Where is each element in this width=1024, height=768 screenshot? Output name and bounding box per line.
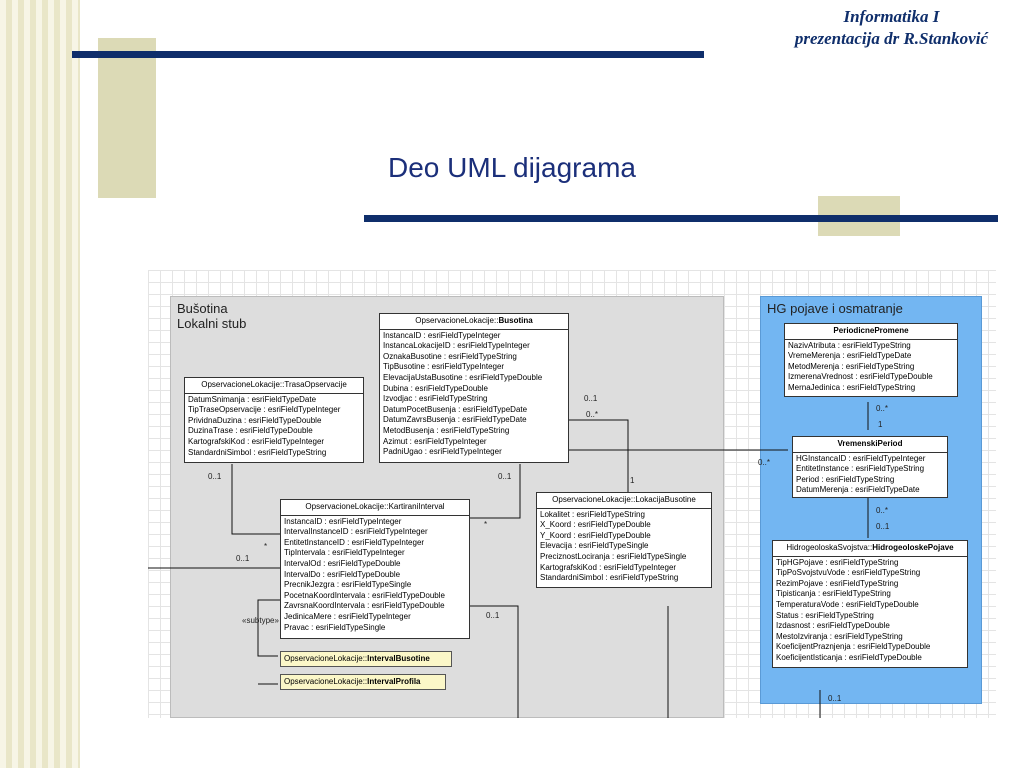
attribute: DatumPocetBusenja : esriFieldTypeDate <box>383 404 528 414</box>
decorative-block-top <box>98 38 156 198</box>
attribute: JedinicaMere : esriFieldTypeInteger <box>284 611 411 621</box>
attribute: DatumZavrsBusenja : esriFieldTypeDate <box>383 415 527 425</box>
attribute: PocetnaKoordIntervala : esriFieldTypeDou… <box>284 590 445 600</box>
header-author: prezentacija dr R.Stanković <box>794 29 988 48</box>
attribute: TipTraseOpservacije : esriFieldTypeInteg… <box>188 405 341 415</box>
attribute: TipPoSvojstvuVode : esriFieldTypeString <box>776 568 921 578</box>
attribute: Izdasnost : esriFieldTypeDouble <box>776 621 890 631</box>
attribute: TipHGPojave : esriFieldTypeString <box>776 557 899 567</box>
attribute: Dubina : esriFieldTypeDouble <box>383 383 488 393</box>
attribute: EntitetInstance : esriFieldTypeString <box>796 464 925 474</box>
attribute: KartografskiKod : esriFieldTypeInteger <box>188 436 325 446</box>
title-rule <box>364 215 998 222</box>
class-busotina-title: OpservacioneLokacije::Busotina <box>380 314 568 330</box>
multiplicity-label: 1 <box>878 420 883 429</box>
attribute: VremeMerenja : esriFieldTypeDate <box>788 351 912 361</box>
attribute: InstancaID : esriFieldTypeInteger <box>383 330 501 340</box>
attribute: OznakaBusotine : esriFieldTypeString <box>383 351 517 361</box>
attribute: StandardniSimbol : esriFieldTypeString <box>540 573 679 583</box>
attribute: DatumSnimanja : esriFieldTypeDate <box>188 394 317 404</box>
attribute: Period : esriFieldTypeString <box>796 474 895 484</box>
attribute: IzmerenaVrednost : esriFieldTypeDouble <box>788 372 933 382</box>
slide-title: Deo UML dijagrama <box>388 152 636 183</box>
multiplicity-label: 0..* <box>876 404 889 413</box>
attribute: TipIntervala : esriFieldTypeInteger <box>284 548 405 558</box>
attribute: StandardniSimbol : esriFieldTypeString <box>188 447 327 457</box>
header-rule <box>72 51 704 58</box>
multiplicity-label: * <box>484 520 488 529</box>
multiplicity-label: 0..1 <box>498 472 512 481</box>
attribute: NazivAtributa : esriFieldTypeString <box>788 340 911 350</box>
multiplicity-label: * <box>264 542 268 551</box>
class-kartirani-interval[interactable]: OpservacioneLokacije::KartiraniInterval … <box>280 499 470 639</box>
package-busotina-label: Bušotina Lokalni stub <box>177 301 247 331</box>
attribute: MetodBusenja : esriFieldTypeString <box>383 425 510 435</box>
attribute: RezimPojave : esriFieldTypeString <box>776 578 899 588</box>
attribute: KoeficijentIsticanja : esriFieldTypeDoub… <box>776 652 922 662</box>
multiplicity-label: 0..* <box>876 506 889 515</box>
class-hidrogeoloske-pojave[interactable]: HidrogeoloskaSvojstva::HidrogeoloskePoja… <box>772 540 968 668</box>
class-periodicne-title: PeriodicnePromene <box>785 324 957 340</box>
class-trasa-title: OpservacioneLokacije::TrasaOpservacije <box>185 378 363 394</box>
multiplicity-label: 1 <box>630 476 635 485</box>
class-interval-profila[interactable]: OpservacioneLokacije::IntervalProfila <box>280 674 446 690</box>
attribute: InstancaLokacijeID : esriFieldTypeIntege… <box>383 341 530 351</box>
multiplicity-label: 0..1 <box>876 522 890 531</box>
multiplicity-label: 0..1 <box>584 394 598 403</box>
attribute: ElevacijaUstaBusotine : esriFieldTypeDou… <box>383 372 543 382</box>
package-hg-label: HG pojave i osmatranje <box>767 301 903 316</box>
attribute: MernaJedinica : esriFieldTypeString <box>788 382 916 392</box>
class-hidro-title: HidrogeoloskaSvojstva::HidrogeoloskePoja… <box>773 541 967 557</box>
attribute: Pravac : esriFieldTypeSingle <box>284 622 386 632</box>
attribute: IntervalDo : esriFieldTypeDouble <box>284 569 401 579</box>
header: Informatika I prezentacija dr R.Stankovi… <box>795 6 988 50</box>
attribute: InstancaID : esriFieldTypeInteger <box>284 516 402 526</box>
attribute: DatumMerenja : esriFieldTypeDate <box>796 485 920 495</box>
attribute: KoeficijentPraznjenja : esriFieldTypeDou… <box>776 642 931 652</box>
class-vremenski-period[interactable]: VremenskiPeriod HGInstancaID : esriField… <box>792 436 948 498</box>
header-course: Informatika I <box>843 7 940 26</box>
class-lokacija-title: OpservacioneLokacije::LokacijaBusotine <box>537 493 711 509</box>
class-lokacija-busotine[interactable]: OpservacioneLokacije::LokacijaBusotine L… <box>536 492 712 588</box>
class-busotina[interactable]: OpservacioneLokacije::Busotina InstancaI… <box>379 313 569 463</box>
attribute: TemperaturaVode : esriFieldTypeDouble <box>776 599 919 609</box>
class-periodicne-promene[interactable]: PeriodicnePromene NazivAtributa : esriFi… <box>784 323 958 397</box>
attribute: Izvodjac : esriFieldTypeString <box>383 394 488 404</box>
attribute: Azimut : esriFieldTypeInteger <box>383 436 487 446</box>
subtype-label: «subtype» <box>242 616 279 625</box>
attribute: Tipisticanja : esriFieldTypeString <box>776 589 891 599</box>
class-trasa-opservacije[interactable]: OpservacioneLokacije::TrasaOpservacije D… <box>184 377 364 463</box>
attribute: PreciznostLociranja : esriFieldTypeSingl… <box>540 551 687 561</box>
attribute: HGInstancaID : esriFieldTypeInteger <box>796 453 926 463</box>
attribute: TipBusotine : esriFieldTypeInteger <box>383 362 505 372</box>
attribute: DuzinaTrase : esriFieldTypeDouble <box>188 426 313 436</box>
attribute: MestoIzviranja : esriFieldTypeString <box>776 631 903 641</box>
attribute: Y_Koord : esriFieldTypeDouble <box>540 530 651 540</box>
attribute: Lokalitet : esriFieldTypeString <box>540 509 645 519</box>
decorative-stripes <box>0 0 80 768</box>
attribute: PrecnikJezgra : esriFieldTypeSingle <box>284 580 412 590</box>
multiplicity-label: 0..1 <box>236 554 250 563</box>
attribute: IntervalInstanceID : esriFieldTypeIntege… <box>284 527 428 537</box>
attribute: Status : esriFieldTypeString <box>776 610 874 620</box>
multiplicity-label: 0..1 <box>208 472 222 481</box>
attribute: MetodMerenja : esriFieldTypeString <box>788 361 915 371</box>
multiplicity-label: 0..* <box>586 410 599 419</box>
attribute: X_Koord : esriFieldTypeDouble <box>540 520 651 530</box>
multiplicity-label: 0..1 <box>828 694 842 703</box>
class-interval-busotine[interactable]: OpservacioneLokacije::IntervalBusotine <box>280 651 452 667</box>
association-lines <box>148 402 869 718</box>
attribute: KartografskiKod : esriFieldTypeInteger <box>540 562 677 572</box>
attribute: PrividnaDuzina : esriFieldTypeDouble <box>188 415 322 425</box>
attribute: EntitetInstanceID : esriFieldTypeInteger <box>284 537 425 547</box>
multiplicity-label: 0..* <box>758 458 771 467</box>
multiplicity-label: 0..1 <box>486 611 500 620</box>
attribute: Elevacija : esriFieldTypeSingle <box>540 541 649 551</box>
attribute: ZavrsnaKoordIntervala : esriFieldTypeDou… <box>284 601 445 611</box>
uml-diagram: Bušotina Lokalni stub HG pojave i osmatr… <box>148 270 996 718</box>
attribute: IntervalOd : esriFieldTypeDouble <box>284 558 401 568</box>
class-kartirani-title: OpservacioneLokacije::KartiraniInterval <box>281 500 469 516</box>
attribute: PadniUgao : esriFieldTypeInteger <box>383 447 502 457</box>
class-vremenski-title: VremenskiPeriod <box>793 437 947 453</box>
